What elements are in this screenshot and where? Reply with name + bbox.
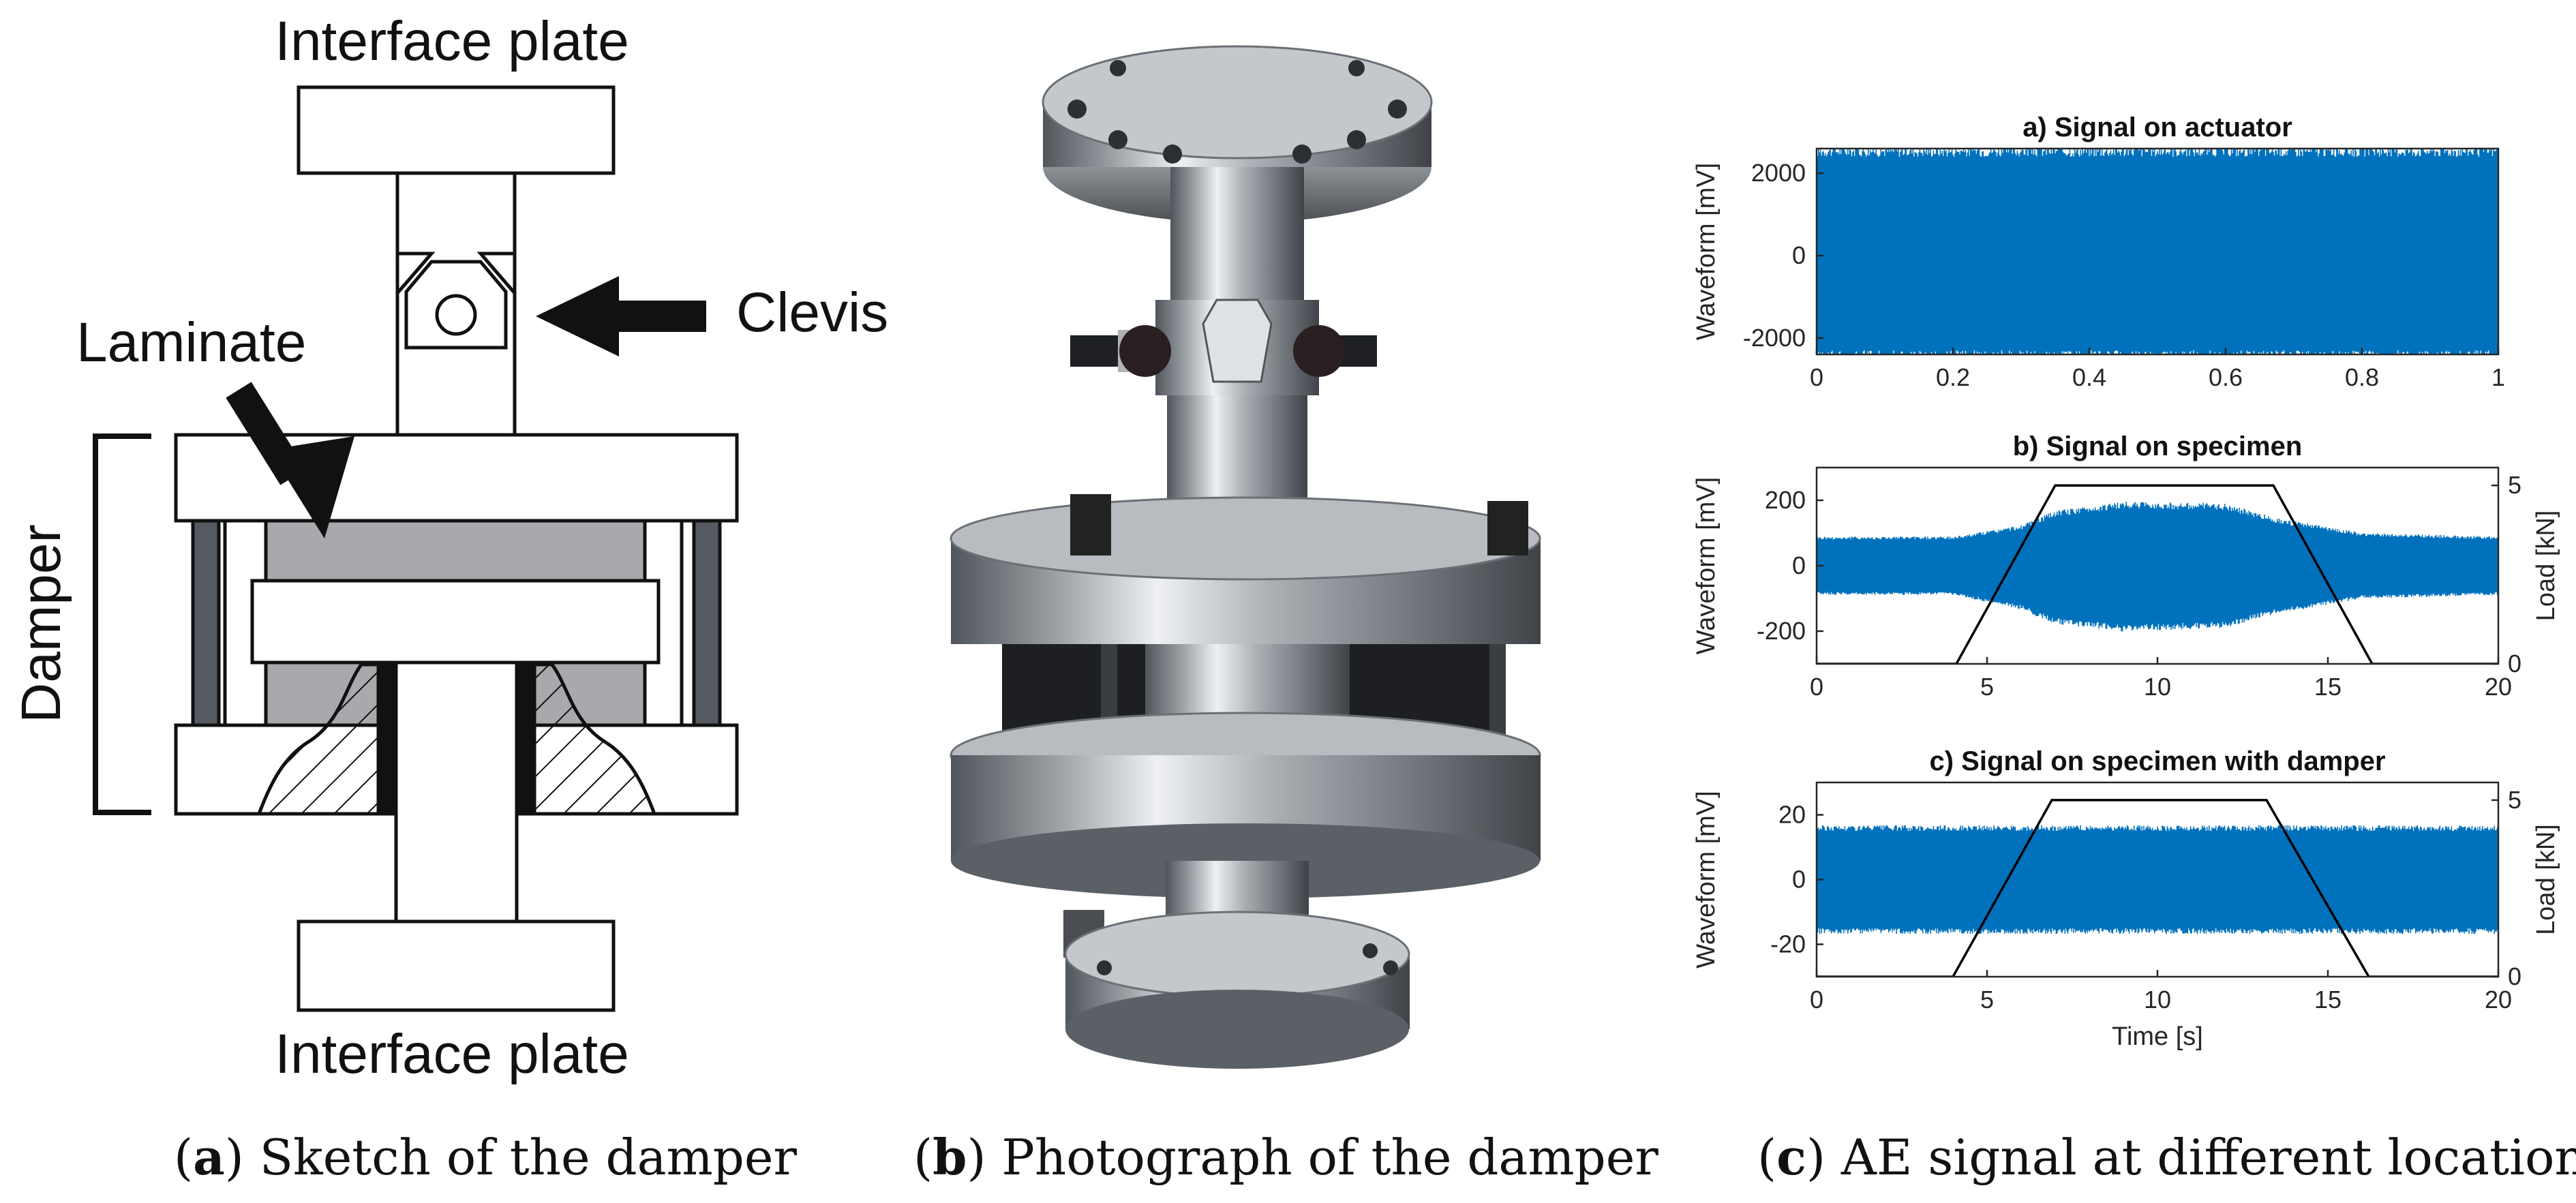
top-interface-plate [297, 85, 616, 175]
chart-0-xtick-label: 0.6 [2209, 363, 2243, 391]
chart-2-ytick-label: -20 [1770, 930, 1806, 958]
caption-b: (b) Photograph of the damper [913, 1128, 1658, 1186]
chart-1-ytick-label: -200 [1757, 617, 1806, 645]
chart-2-plot [1817, 799, 2498, 977]
chart-1-xtick-label: 0 [1810, 673, 1823, 701]
left-hatched-section [256, 663, 387, 816]
chart-1-y2label: Load [kN] [2532, 511, 2560, 622]
chart-2-y2tick-label: 0 [2508, 962, 2521, 990]
chart-1-xtick-label: 20 [2485, 673, 2512, 701]
chart-0-plot [1817, 149, 2498, 354]
left-bolt [191, 519, 221, 727]
chart-2-y2tick-label: 5 [2508, 786, 2521, 814]
label-bottom-interface-plate: Interface plate [275, 1023, 629, 1085]
chart-2-title: c) Signal on specimen with damper [1929, 746, 2385, 776]
chart-1-y2tick-label: 5 [2508, 471, 2521, 499]
damper-bracket [93, 433, 151, 815]
bottom-interface-plate [297, 919, 616, 1012]
chart-2-xtick-label: 15 [2314, 986, 2342, 1014]
bottom-rod [394, 660, 519, 924]
chart-0-frame [1815, 147, 2500, 356]
caption-c: (c) AE signal at different locations [1757, 1128, 2576, 1186]
chart-2-y2label: Load [kN] [2532, 824, 2560, 935]
chart-1-ytick-label: 200 [1765, 486, 1806, 514]
label-clevis: Clevis [736, 281, 888, 344]
chart-2-xtick-label: 20 [2485, 986, 2512, 1014]
middle-plate [250, 579, 661, 665]
chart-0-ytick-label: 2000 [1751, 159, 1806, 187]
clevis-arrow [536, 276, 706, 356]
chart-1-ytick-label: 0 [1792, 551, 1806, 579]
chart-0-xtick-label: 0.2 [1936, 363, 1970, 391]
damper-photograph [950, 45, 1541, 1069]
chart-0-waveform-noise [1817, 149, 2498, 354]
clevis-right-edge [476, 252, 516, 294]
chart-2-xtick-label: 0 [1810, 986, 1823, 1014]
left-sleeve [376, 660, 398, 816]
chart-2-ytick-label: 0 [1792, 866, 1806, 894]
chart-1-title: b) Signal on specimen [2013, 431, 2303, 461]
photo-flange-holes [1067, 60, 1407, 164]
chart-1-xtick-label: 15 [2314, 673, 2342, 701]
chart-2-ytick-label: 20 [1778, 801, 1806, 829]
chart-1-y2tick-label: 0 [2508, 650, 2521, 677]
chart-1-xtick-label: 10 [2144, 673, 2171, 701]
label-top-interface-plate: Interface plate [275, 10, 629, 72]
clevis-pin [435, 294, 477, 336]
damper-sketch [174, 85, 739, 1012]
chart-0-xtick-label: 0.8 [2345, 363, 2379, 391]
chart-0-ytick-label: -2000 [1743, 324, 1806, 352]
caption-a: (a) Sketch of the damper [174, 1128, 797, 1186]
right-sleeve [515, 660, 536, 816]
right-hatched-section [526, 663, 657, 816]
chart-1-ylabel: Waveform [mV] [1692, 477, 1721, 654]
laminate-arrow [226, 382, 354, 538]
chart-1-waveform-noise [1817, 501, 2498, 632]
chart-2-xtick-label: 10 [2144, 986, 2171, 1014]
chart-2-xlabel: Time [s] [2112, 1022, 2203, 1051]
chart-1-xtick-label: 5 [1980, 673, 1994, 701]
right-bolt [692, 519, 722, 727]
clevis-left-edge [396, 252, 436, 294]
chart-2-load-line [1817, 799, 2498, 977]
chart-0-title: a) Signal on actuator [2022, 112, 2292, 142]
chart-1-plot [1817, 484, 2498, 664]
chart-2-xtick-label: 5 [1980, 986, 1994, 1014]
chart-1-load-line [1817, 484, 2498, 664]
label-damper: Damper [10, 524, 72, 723]
chart-0-ytick-label: 0 [1792, 241, 1806, 269]
chart-2-waveform-noise [1817, 825, 2498, 934]
photo-top-flange [1042, 45, 1433, 159]
chart-0-ylabel: Waveform [mV] [1692, 163, 1721, 340]
chart-0-xtick-label: 0.4 [2072, 363, 2106, 391]
label-laminate: Laminate [76, 311, 306, 374]
chart-2-ylabel: Waveform [mV] [1692, 791, 1721, 968]
chart-0-xtick-label: 1 [2491, 363, 2505, 391]
chart-0-xtick-label: 0 [1810, 363, 1823, 391]
